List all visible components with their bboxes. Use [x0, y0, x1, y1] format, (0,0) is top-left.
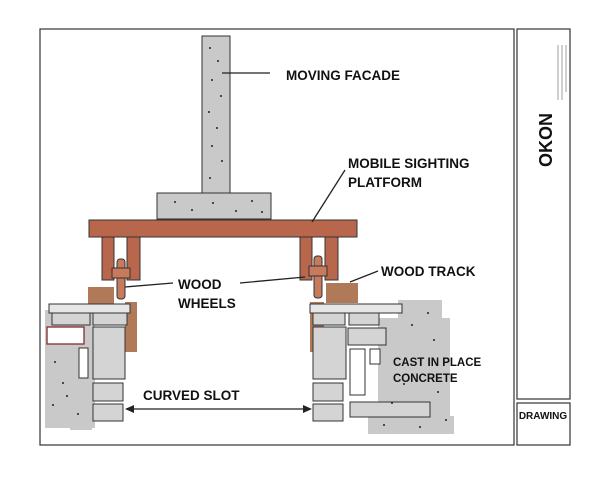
- title-block-small-text: [557, 45, 567, 100]
- leader-lines: [124, 72, 379, 410]
- concrete-speckle: [52, 47, 447, 428]
- wood-track-pad-right: [326, 283, 358, 303]
- label-cast-in-place-1: CAST IN PLACE: [393, 357, 482, 369]
- label-moving-facade: MOVING FACADE: [286, 68, 400, 83]
- label-mobile-sighting-2: PLATFORM: [348, 175, 422, 190]
- wood-wheels-left: [111, 258, 131, 300]
- wood-wheels-right: [308, 255, 328, 299]
- left-foundation: [45, 303, 131, 430]
- wood-track-pad-left: [88, 287, 114, 307]
- drawing-label-box: [516, 402, 571, 446]
- logo-text: OKON: [536, 113, 556, 167]
- drawing-label: DRAWING: [519, 411, 568, 422]
- right-foundation: [309, 300, 454, 434]
- label-wood-wheels-1: WOOD: [178, 277, 222, 292]
- label-wood-wheels-2: WHEELS: [178, 296, 236, 311]
- label-cast-in-place-2: CONCRETE: [393, 373, 458, 385]
- label-wood-track: WOOD TRACK: [381, 264, 476, 279]
- mobile-sighting-platform: [88, 219, 358, 281]
- wood-track-left: [125, 302, 137, 352]
- title-block: [516, 28, 571, 400]
- slot-arrowheads: [125, 405, 312, 413]
- label-mobile-sighting-1: MOBILE SIGHTING: [348, 156, 470, 171]
- okon-logo: OKON: [536, 113, 556, 167]
- moving-facade: [156, 35, 272, 220]
- label-curved-slot: CURVED SLOT: [143, 388, 240, 403]
